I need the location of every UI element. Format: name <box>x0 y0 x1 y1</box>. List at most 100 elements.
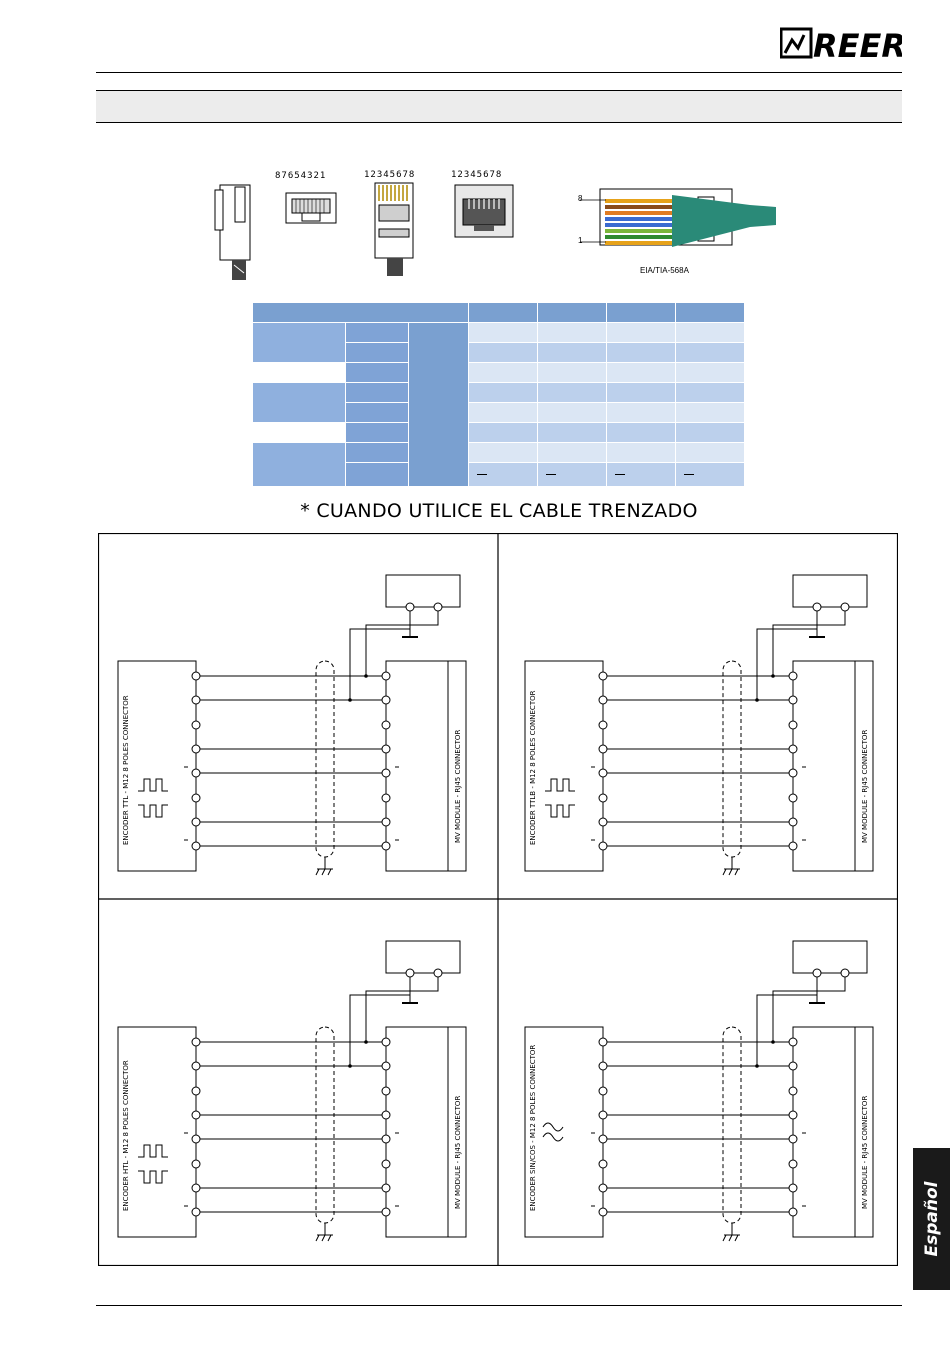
encoder-pin <box>191 793 201 803</box>
table-row <box>253 342 745 363</box>
square-wave-icon <box>138 1170 168 1184</box>
encoder-pin <box>191 1134 201 1144</box>
pin-numbers-right: 12345678 <box>451 170 503 180</box>
encoder-pin <box>598 768 608 778</box>
pinout-table <box>251 302 745 487</box>
square-wave-icon <box>545 778 575 792</box>
encoder-pin <box>598 793 608 803</box>
language-tab-label: Español <box>921 1181 942 1257</box>
encoder-pin <box>598 1207 608 1217</box>
wire-junction <box>771 674 775 678</box>
encoder-pin <box>191 841 201 851</box>
logo-text: REER <box>813 27 902 62</box>
wire-junction <box>755 1064 759 1068</box>
encoder-pin <box>191 1159 201 1169</box>
module-pin <box>381 1134 391 1144</box>
language-tab: Español <box>913 1148 950 1290</box>
encoder-pin <box>191 1207 201 1217</box>
encoder-pin <box>191 720 201 730</box>
reer-logo: REER <box>780 27 902 62</box>
module-label: MV MODULE - RJ45 CONNECTOR <box>861 1096 869 1209</box>
rj45-top-view <box>374 182 414 276</box>
footer-rule <box>96 1305 902 1306</box>
module-box <box>385 660 467 872</box>
supply-terminal <box>405 602 415 612</box>
encoder-label: ENCODER SIN/COS - M12 8 POLES CONNECTOR <box>529 1045 537 1211</box>
encoder-label: ENCODER TTL - M12 8 POLES CONNECTOR <box>122 695 130 845</box>
table-header-row <box>251 302 745 323</box>
module-pin <box>381 1110 391 1120</box>
encoder-pin <box>598 744 608 754</box>
module-pin <box>788 695 798 705</box>
encoder-pin <box>191 744 201 754</box>
encoder-pin <box>191 1086 201 1096</box>
encoder-label: ENCODER HTL - M12 8 POLES CONNECTOR <box>122 1060 130 1211</box>
wiring-diagram: ENCODER SIN/COS - M12 8 POLES CONNECTOR M… <box>524 940 874 1242</box>
supply-terminal <box>840 602 850 612</box>
module-pin <box>788 1134 798 1144</box>
encoder-pin <box>191 695 201 705</box>
standard-label: EIA/TIA-568A <box>640 266 689 275</box>
module-box <box>385 1026 467 1238</box>
square-wave-icon <box>138 778 168 792</box>
encoder-pin <box>598 1086 608 1096</box>
module-pin <box>381 720 391 730</box>
module-pin <box>381 793 391 803</box>
section-band <box>96 90 902 123</box>
module-pin <box>788 1183 798 1193</box>
wire-junction <box>755 698 759 702</box>
module-box <box>792 660 874 872</box>
rj45-cable-wiring <box>580 188 776 247</box>
earth-symbol <box>722 1234 740 1242</box>
module-pin <box>788 1159 798 1169</box>
encoder-pin <box>191 768 201 778</box>
encoder-pin <box>598 671 608 681</box>
module-label: MV MODULE - RJ45 CONNECTOR <box>861 730 869 843</box>
module-pin <box>788 671 798 681</box>
overline-mark <box>477 473 488 475</box>
power-supply-box <box>792 574 868 608</box>
module-pin <box>381 1061 391 1071</box>
rj45-side-view <box>214 184 251 280</box>
module-pin <box>381 1159 391 1169</box>
table-row <box>253 402 745 423</box>
connector-illustrations <box>214 182 776 280</box>
header-rule <box>96 72 902 73</box>
encoder-box <box>524 1026 604 1238</box>
supply-wire <box>756 994 817 1066</box>
module-pin <box>381 1037 391 1047</box>
power-supply-box <box>385 574 461 608</box>
power-supply-box <box>385 940 461 974</box>
encoder-pin <box>598 720 608 730</box>
module-label: MV MODULE - RJ45 CONNECTOR <box>454 1096 462 1209</box>
module-pin <box>381 744 391 754</box>
supply-wire <box>349 628 410 700</box>
encoder-pin <box>598 1134 608 1144</box>
square-wave-icon <box>138 804 168 818</box>
encoder-pin <box>598 1037 608 1047</box>
module-pin <box>381 768 391 778</box>
module-box <box>792 1026 874 1238</box>
table-row <box>252 442 745 487</box>
module-pin <box>788 841 798 851</box>
supply-terminal <box>405 968 415 978</box>
supply-wire <box>349 994 410 1066</box>
encoder-pin <box>191 817 201 827</box>
module-pin <box>788 1061 798 1071</box>
overline-mark <box>684 473 695 475</box>
rj45-front-pins <box>285 192 337 224</box>
module-pin <box>381 695 391 705</box>
wire-junction <box>348 698 352 702</box>
encoder-pin <box>598 817 608 827</box>
module-pin <box>788 744 798 754</box>
encoder-pin <box>191 1183 201 1193</box>
encoder-box <box>117 1026 197 1238</box>
encoder-box <box>524 660 604 872</box>
encoder-pin <box>598 841 608 851</box>
square-wave-icon <box>545 804 575 818</box>
module-pin <box>788 1207 798 1217</box>
cable-pin-8-label: 8 <box>578 194 583 203</box>
overline-mark <box>615 473 626 475</box>
earth-symbol <box>315 1234 333 1242</box>
supply-wire <box>365 977 439 1042</box>
